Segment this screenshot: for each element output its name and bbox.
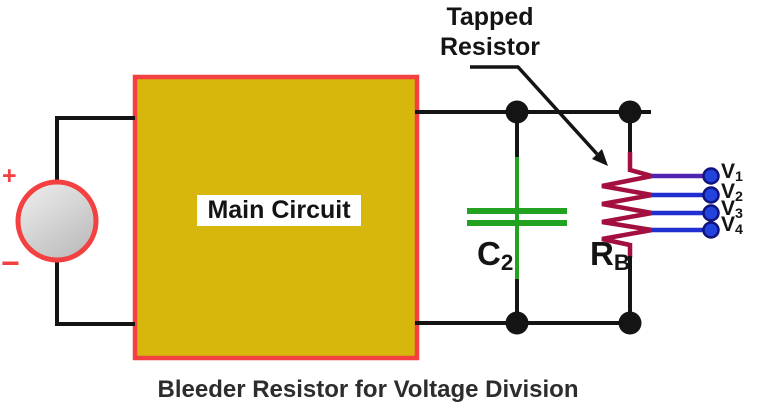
tap-label-v4-base: V <box>721 213 736 236</box>
wire-source-bottom <box>55 258 135 326</box>
tapped-resistor-label-line1: Tapped <box>446 3 534 31</box>
tapped-resistor-label-line2: Resistor <box>439 33 541 61</box>
tap-label-v1-sub: 1 <box>735 169 743 186</box>
resistor-zigzag <box>601 167 653 248</box>
tap-terminal-3 <box>702 204 720 222</box>
tap-label-v1: V1 <box>721 161 743 185</box>
junction-dot-top-right <box>618 100 642 124</box>
tap-label-v2-base: V <box>721 180 736 203</box>
wire-source-top <box>55 116 135 185</box>
source-minus-label: − <box>1 245 20 281</box>
tap-terminal-4 <box>702 221 720 239</box>
diagram-caption: Bleeder Resistor for Voltage Division <box>157 376 579 403</box>
main-circuit-label: Main Circuit <box>197 195 361 226</box>
tap-label-v3-base: V <box>721 197 736 220</box>
tapped-resistor-label: Tapped Resistor <box>420 2 560 62</box>
tap-label-v3: V3 <box>721 198 743 222</box>
tap-label-v4: V4 <box>721 214 743 238</box>
junction-dot-bottom-right <box>618 311 642 335</box>
tap-label-v4-sub: 4 <box>735 222 743 239</box>
tap-terminal-2 <box>702 186 720 204</box>
junction-dot-top-left <box>505 100 529 124</box>
annotation-arrowhead-icon <box>592 149 608 166</box>
capacitor-label: C2 <box>477 235 514 276</box>
tap-label-v1-base: V <box>721 160 736 183</box>
capacitor-label-base: C <box>477 235 501 272</box>
voltage-source-circle <box>15 179 99 263</box>
tap-label-v2: V2 <box>721 181 743 205</box>
bleeder-resistor-label-sub: B <box>613 250 631 276</box>
junction-dot-bottom-left <box>505 311 529 335</box>
tap-terminal-1 <box>702 167 720 185</box>
bleeder-resistor-label: RB <box>590 235 631 276</box>
source-plus-label: + <box>2 162 17 190</box>
tap-label-v3-sub: 3 <box>735 206 743 223</box>
annotation-leader-line <box>470 65 599 156</box>
capacitor-label-sub: 2 <box>500 250 514 276</box>
bleeder-resistor-label-base: R <box>590 235 614 272</box>
tap-label-v2-sub: 2 <box>735 189 743 206</box>
